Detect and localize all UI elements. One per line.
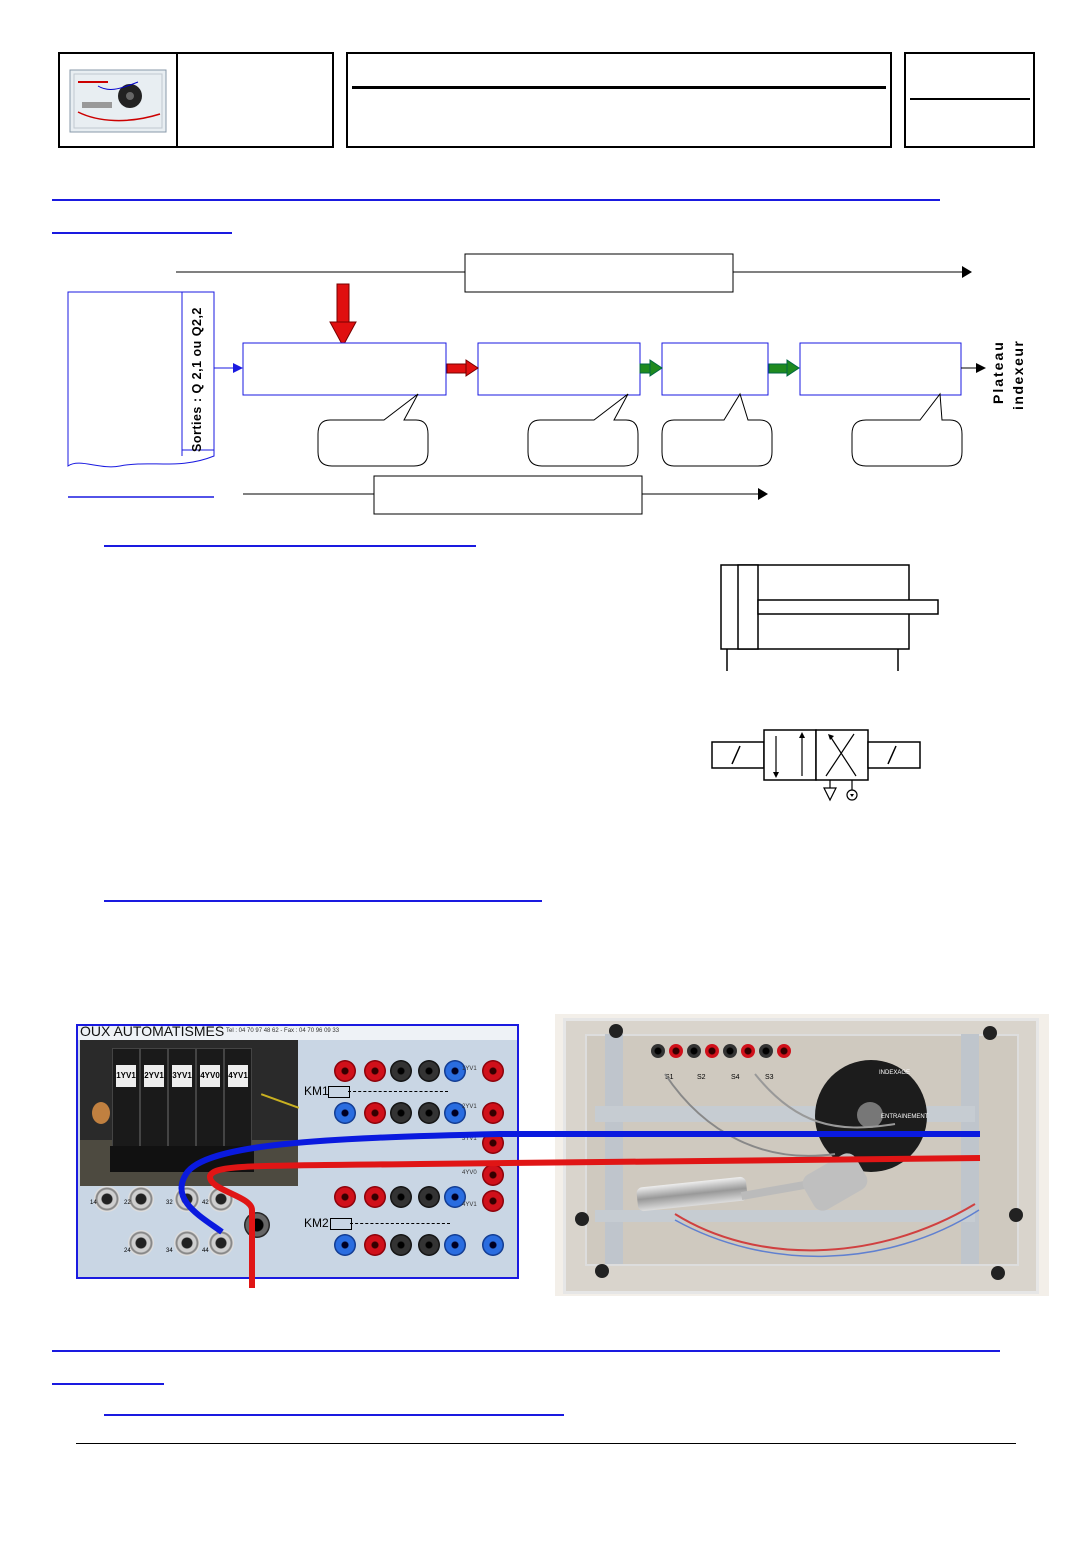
top-flow-arrowhead — [962, 266, 972, 278]
callout-bubble-2 — [527, 393, 639, 467]
callout-bubble-4 — [851, 392, 963, 467]
valve-5: 4YV1 — [224, 1048, 252, 1160]
km1-label: KM1 — [304, 1084, 329, 1098]
blue-wire — [178, 1131, 980, 1235]
valve-3: 3YV1 — [168, 1048, 196, 1160]
tubing-lines — [664, 1073, 980, 1258]
header-ref-rule — [910, 98, 1030, 100]
mech-arrowhead-1 — [649, 359, 663, 377]
control-panel-photo: OUX AUTOMATISMES Tel : 04 70 97 48 62 - … — [76, 1024, 519, 1279]
section-heading-underline-cont — [52, 232, 232, 234]
cable-gland — [92, 1102, 110, 1124]
wiring-overlay — [178, 1131, 981, 1288]
chain-box-transmit — [661, 342, 769, 396]
chain-box-distribute — [242, 342, 447, 396]
directional-valve-symbol — [711, 729, 921, 802]
energy-input-arrow-shaft — [336, 283, 350, 325]
output-label-plateau: Plateau — [990, 340, 1006, 404]
mech-arrow-shaft-2 — [768, 363, 789, 374]
red-wire — [207, 1155, 981, 1288]
bottom-flow-arrowhead — [758, 488, 768, 500]
panel-banner: OUX AUTOMATISMES Tel : 04 70 97 48 62 - … — [78, 1024, 517, 1040]
chain-box-act — [799, 342, 962, 396]
header-title-cell — [346, 52, 892, 148]
subsection-underline-2 — [104, 900, 542, 902]
top-flow-box — [464, 253, 734, 293]
controller-outputs-label: Sorties : Q 2,1 ou Q2,2 — [190, 307, 204, 452]
controller-block — [67, 291, 215, 468]
bottom-flow-box — [373, 475, 643, 515]
mech-arrow-shaft-1 — [639, 363, 652, 374]
mech-arrowhead-2 — [786, 359, 800, 377]
header-info-cell — [176, 52, 334, 148]
energy-arrow-shaft-1 — [446, 363, 468, 374]
section-2-heading-underline — [52, 1350, 1000, 1352]
output-arrowhead — [976, 363, 986, 373]
answer-rule — [76, 1443, 1016, 1444]
signal-arrowhead — [233, 363, 243, 373]
functional-chain-diagram — [67, 253, 986, 515]
bench-thumbnail-icon — [69, 69, 167, 133]
output-label-indexeur: indexeur — [1010, 339, 1026, 410]
section-heading-underline — [52, 199, 940, 201]
chain-box-convert — [477, 342, 641, 396]
header-logo-cell — [58, 52, 178, 148]
km2-label: KM2 — [304, 1216, 329, 1230]
valve-1: 1YV1 — [112, 1048, 140, 1160]
callout-bubble-1 — [317, 393, 429, 467]
frame-rail-right — [961, 1034, 979, 1264]
header-ref-cell — [904, 52, 1035, 148]
energy-arrowhead-1 — [465, 359, 479, 377]
frame-rail-bottom — [595, 1210, 975, 1222]
panel-banner-text: OUX AUTOMATISMES — [80, 1024, 225, 1039]
valve-2: 2YV1 — [140, 1048, 168, 1160]
terminal-wire-yellow — [260, 1093, 300, 1109]
supply-fitting — [244, 1212, 270, 1238]
subsection-underline-1 — [104, 545, 476, 547]
header-title-rule — [352, 86, 886, 89]
subsection-underline-3 — [104, 1414, 564, 1416]
frame-rail-left — [605, 1034, 623, 1264]
callout-bubble-3 — [661, 392, 773, 467]
panel-banner-phone: Tel : 04 70 97 48 62 - Fax : 04 70 96 09… — [226, 1028, 340, 1034]
valve-4: 4YV0 — [196, 1048, 224, 1160]
pneumatic-cylinder-symbol — [720, 564, 939, 671]
section-2-heading-underline-cont — [52, 1383, 164, 1385]
indexing-bench-photo: S1 S2 S4 S3 INDEXAGE ENTRAINEMENT — [555, 1014, 1049, 1296]
energy-input-arrowhead — [329, 321, 357, 348]
